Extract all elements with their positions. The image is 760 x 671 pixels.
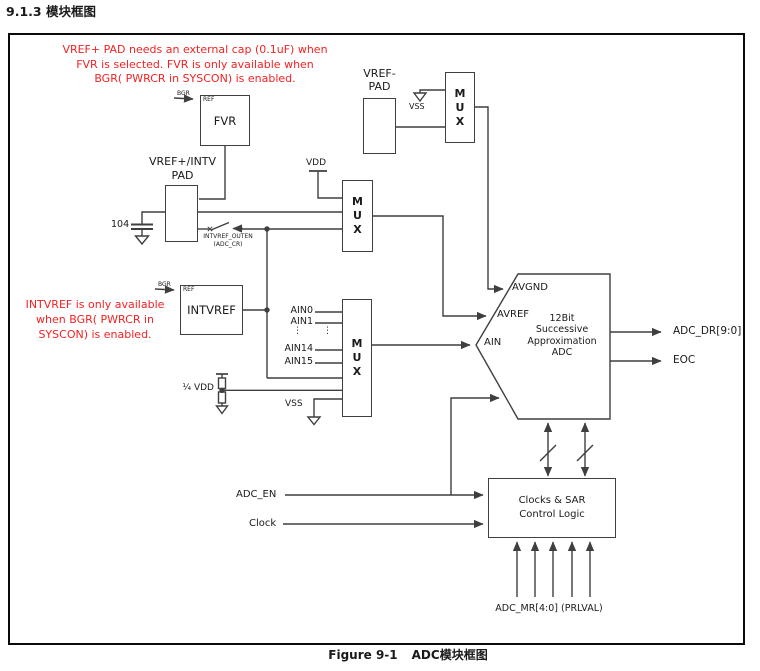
figure-caption: Figure 9-1 ADC模块框图 [56, 648, 760, 662]
adc-core-label: 12Bit Successive Approximation ADC [527, 313, 597, 358]
adc-en-label: ADC_EN [236, 489, 277, 500]
clocks-sar-block: Clocks & SAR Control Logic [488, 478, 616, 538]
fvr-ref-port-label: REF [203, 96, 215, 103]
vref-plus-pad-block [165, 185, 198, 242]
intvref-ref-port-label: REF [183, 286, 195, 293]
vref-minus-pad-block [363, 98, 396, 154]
ain-ellipsis: ⋮ [293, 326, 302, 336]
ground-icon [306, 416, 322, 426]
switch-signal-label: INTVREF_OUTEN (ADC_CR) [203, 233, 253, 248]
vref-plus-pad-label: VREF+/INTV PAD [148, 155, 217, 182]
adc-ain-port: AIN [484, 337, 502, 348]
bgr-fvr-wire [173, 94, 194, 103]
intvref-bgr-label: BGR [158, 281, 171, 288]
figure-caption-number: Figure 9-1 [328, 648, 398, 662]
fvr-label: FVR [213, 113, 237, 128]
mux-ain: M U X [342, 299, 372, 417]
vdd-label: VDD [306, 158, 327, 168]
fvr-block: REF FVR [200, 95, 250, 146]
mux-vref-minus: M U X [445, 72, 475, 143]
ground-icon [134, 235, 150, 246]
vss-top-icon [412, 89, 445, 103]
section-heading: 9.1.3 模块框图 [6, 4, 96, 19]
ain-ellipsis: ⋮ [323, 326, 332, 336]
intvref-vertical-wire [266, 229, 342, 379]
adc-en-branch-wire [450, 393, 500, 495]
bgr-intvref-wire [154, 285, 175, 294]
vdd-rail-icon [309, 170, 342, 199]
adc-dr-label: ADC_DR[9:0] [673, 325, 742, 337]
adc-mr-label: ADC_MR[4:0] (PRLVAL) [495, 603, 603, 614]
intvref-note: INTVREF is only available when BGR( PWRC… [25, 298, 165, 341]
vss-top-label: VSS [409, 102, 425, 111]
mux2-output-wire [373, 215, 487, 321]
ain1-label: AIN1 [290, 316, 313, 327]
eoc-label: EOC [673, 354, 696, 366]
vref-pad-note: VREF+ PAD needs an external cap (0.1uF) … [62, 43, 328, 85]
vss-bottom-label: VSS [285, 399, 303, 409]
intvref-block: REF INTVREF [180, 285, 243, 335]
mux-vref-plus: M U X [342, 180, 373, 252]
mux1-output-wire [475, 106, 504, 294]
vref-minus-pad-label: VREF- PAD [363, 67, 396, 93]
adc-polygon [475, 273, 611, 420]
ain-stubs [315, 311, 342, 364]
diagram-frame [8, 33, 745, 645]
capacitor-icon [131, 211, 165, 246]
ain0-label: AIN0 [290, 305, 313, 316]
bus-slash-icon [576, 444, 594, 462]
resistor-divider-icon [215, 373, 229, 415]
ain15-label: AIN15 [284, 356, 314, 367]
bus-arrow [539, 422, 557, 477]
fvr-output-wire [199, 146, 226, 200]
adc-avref-port: AVREF [497, 309, 530, 320]
adc-avgnd-port: AVGND [512, 282, 548, 293]
figure-caption-title: ADC模块框图 [411, 648, 488, 662]
clock-label: Clock [249, 518, 277, 529]
vss-bottom-icon [306, 398, 342, 426]
switch-icon [198, 221, 243, 233]
ground-icon [215, 405, 229, 415]
ain14-label: AIN14 [284, 343, 314, 354]
bus-slash-icon [539, 444, 557, 462]
cap-value-label: 104 [111, 219, 130, 230]
bus-arrow [576, 422, 594, 477]
ground-icon [412, 92, 428, 103]
intvref-label: INTVREF [187, 303, 236, 317]
quarter-vdd-label: ¼ VDD [182, 383, 214, 393]
fvr-bgr-label: BGR [177, 90, 190, 97]
